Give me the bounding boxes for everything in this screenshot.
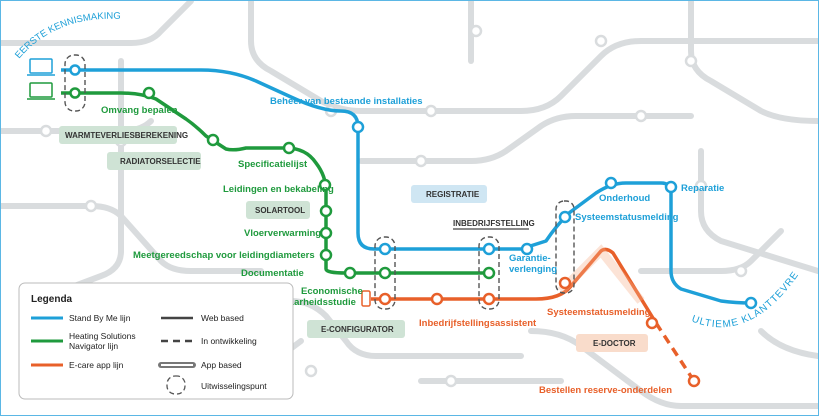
label-beheer: Beheer van bestaande installaties xyxy=(270,96,423,107)
zone-registratie: REGISTRATIE xyxy=(426,190,480,199)
label-inbedrijfstellingsassistent: Inbedrijfstellingsassistent xyxy=(419,318,537,329)
label-economische-1: Economische xyxy=(301,286,363,297)
label-eerste-kennismaking: EERSTE KENNISMAKING xyxy=(13,11,121,61)
legend-green-label-1: Heating Solutions xyxy=(69,331,136,341)
phone-icon xyxy=(361,290,371,307)
label-garantie-2: verlenging xyxy=(509,264,557,275)
legend-swatch-interchange xyxy=(166,375,186,395)
label-bestellen: Bestellen reserve-onderdelen xyxy=(539,385,672,396)
label-reparatie: Reparatie xyxy=(681,183,724,194)
zone-inbedrijfstelling: INBEDRIJFSTELLING xyxy=(453,219,535,228)
legend: Legenda Stand By Me lijn Heating Solutio… xyxy=(18,282,294,400)
label-onderhoud: Onderhoud xyxy=(599,193,650,204)
label-documentatie: Documentatie xyxy=(241,268,304,279)
orange-line xyxy=(371,247,658,324)
zone-e-configurator: E-CONFIGURATOR xyxy=(321,325,394,334)
label-systeemstatus-orange: Systeemstatusmelding xyxy=(547,307,651,318)
label-specificatielijst: Specificatielijst xyxy=(238,159,308,170)
label-leidingen: Leidingen en bekabeling xyxy=(223,184,334,195)
legend-web-label: Web based xyxy=(201,313,244,323)
blue-stations xyxy=(69,64,758,310)
label-economische-2: haalbaarheidsstudie xyxy=(264,297,356,308)
legend-blue-label: Stand By Me lijn xyxy=(69,313,131,323)
legend-title: Legenda xyxy=(31,294,73,305)
label-systeemstatus-blue: Systeemstatusmelding xyxy=(575,212,679,223)
zone-radiatorselectie: RADIATORSELECTIE xyxy=(120,157,201,166)
laptop-icon-green xyxy=(27,82,55,100)
legend-app-label: App based xyxy=(201,360,242,370)
green-line xyxy=(61,91,491,275)
legend-green-label-2: Navigator lijn xyxy=(69,341,118,351)
zone-boxes xyxy=(59,126,648,352)
zone-e-doctor: E-DOCTOR xyxy=(593,339,636,348)
label-garantie-1: Garantie- xyxy=(509,253,551,264)
interchange-points xyxy=(64,54,575,310)
legend-orange-label: E-care app lijn xyxy=(69,360,124,370)
orange-line-dev xyxy=(654,322,696,382)
label-vloerverwarming: Vloerverwarming xyxy=(244,228,321,239)
label-meetgereedschap: Meetgereedschap voor leidingdiameters xyxy=(133,250,315,261)
label-omvang: Omvang bepalen xyxy=(101,105,178,116)
green-stations xyxy=(69,86,496,280)
blue-line xyxy=(61,68,752,305)
legend-dev-label: In ontwikkeling xyxy=(201,336,257,346)
laptop-icon xyxy=(27,58,55,76)
orange-stations xyxy=(378,276,701,388)
zone-solartool: SOLARTOOL xyxy=(255,206,305,215)
legend-interchange-label: Uitwisselingspunt xyxy=(201,381,267,391)
zone-warmteverlies: WARMTEVERLIESBEREKENING xyxy=(65,131,188,140)
